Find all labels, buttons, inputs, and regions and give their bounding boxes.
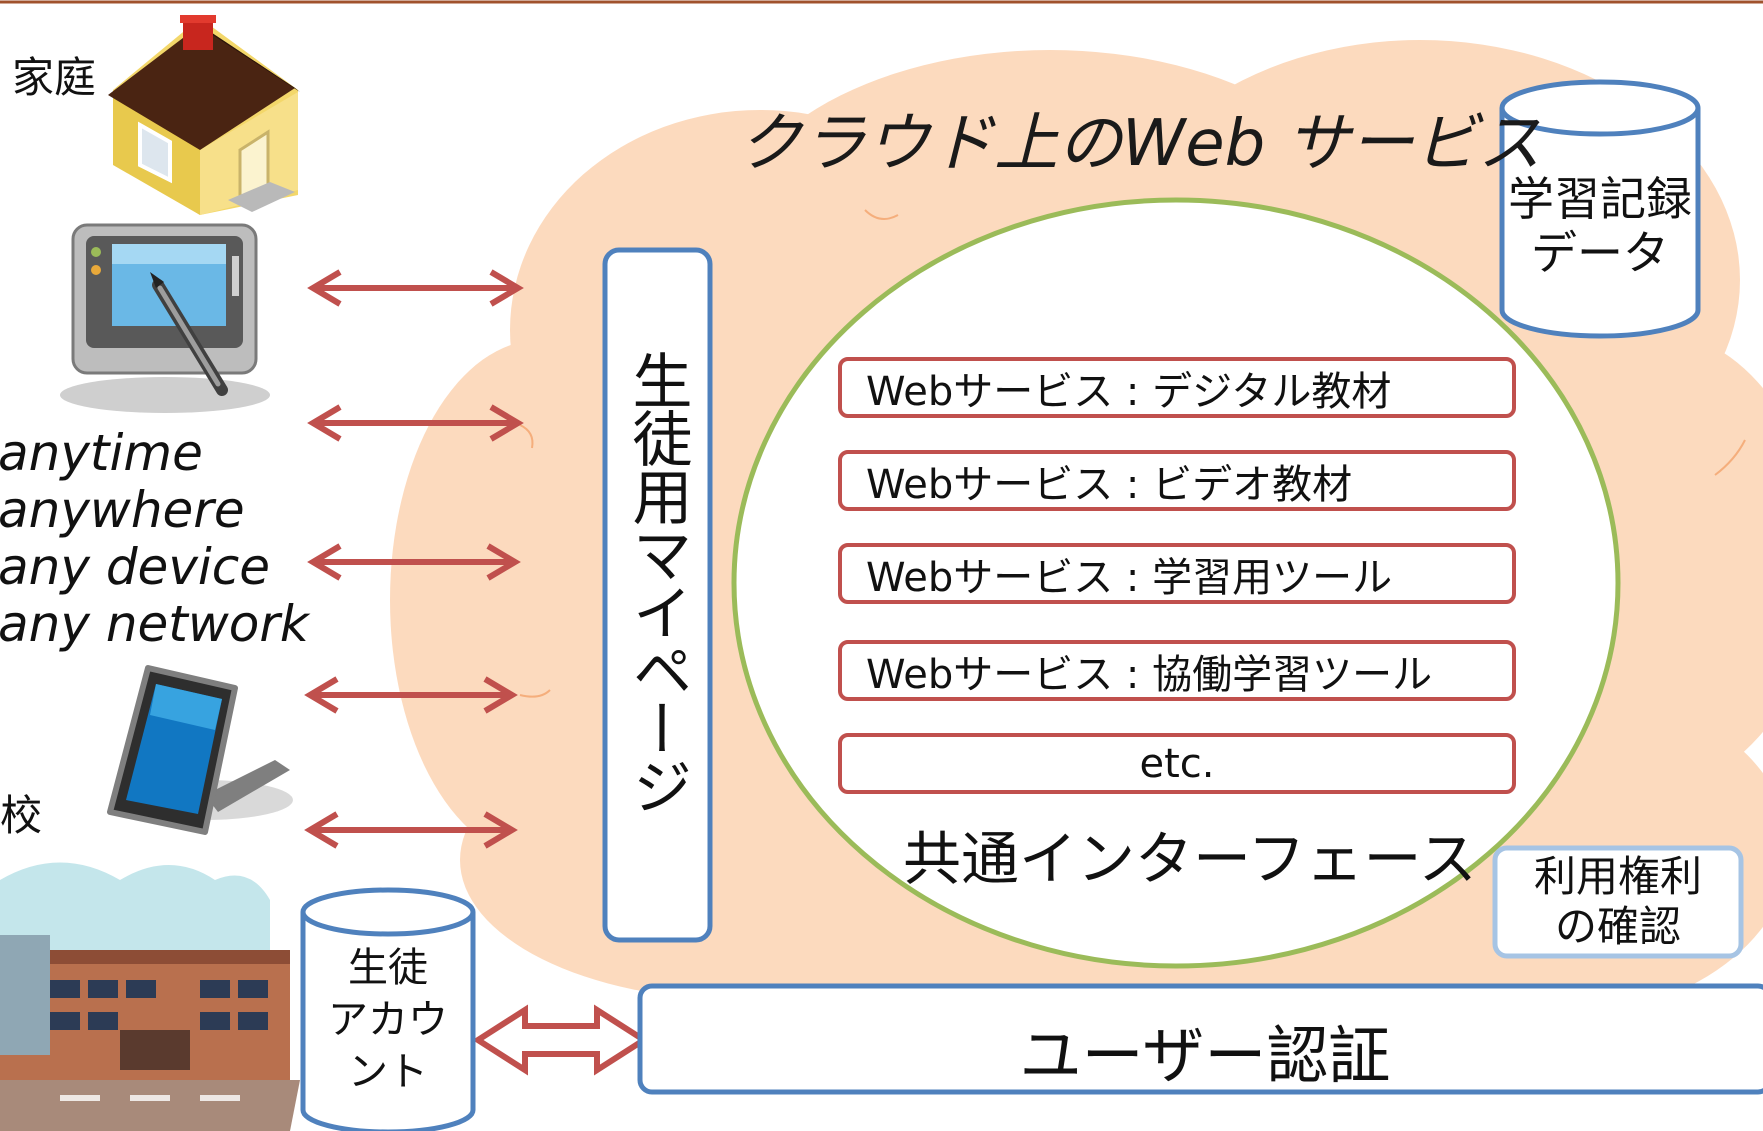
house-icon <box>108 15 300 215</box>
slogan-line: any device <box>0 538 271 596</box>
slogan-line: anytime <box>0 424 203 482</box>
usage-rights-label: 利用権利 の確認 <box>1533 852 1702 951</box>
school-label: 学校 <box>0 791 43 840</box>
diagram-title: クラウド上のWeb サービス <box>738 107 1542 181</box>
home-label: 家庭 <box>12 53 97 102</box>
user-auth-box <box>637 983 1763 1095</box>
common-interface-label: 共通インターフェース <box>903 825 1477 893</box>
usage-rights-box <box>1492 845 1744 959</box>
service-label: Webサービス : デジタル教材 <box>866 368 1392 415</box>
service-box: Webサービス : ビデオ教材 <box>838 450 1516 511</box>
mypage-label: 生徒用マイページ <box>622 350 692 814</box>
drawing-tablet-icon <box>60 223 270 413</box>
student-account-label: 生徒 アカウ ント <box>328 945 448 1095</box>
service-label: etc. <box>1139 740 1215 787</box>
learning-record-cylinder <box>1499 79 1701 339</box>
service-label: Webサービス : 協働学習ツール <box>866 651 1433 698</box>
service-box: Webサービス : デジタル教材 <box>838 357 1516 418</box>
slogan-list: anytime anywhere any device any network <box>0 425 309 653</box>
user-auth-label: ユーザー認証 <box>1019 1019 1391 1092</box>
slogan-line: any network <box>0 595 309 653</box>
service-label: Webサービス : 学習用ツール <box>866 554 1393 601</box>
service-box: Webサービス : 学習用ツール <box>838 543 1516 604</box>
device-arrows <box>304 269 524 849</box>
account-auth-arrow <box>472 1004 650 1076</box>
learning-record-label: 学習記録 データ <box>1508 172 1692 280</box>
service-label: Webサービス : ビデオ教材 <box>866 461 1353 508</box>
service-box: etc. <box>838 733 1516 794</box>
student-account-cylinder <box>300 887 476 1131</box>
school-building-icon <box>0 862 300 1131</box>
tablet-device-icon <box>107 665 293 835</box>
service-box: Webサービス : 協働学習ツール <box>838 640 1516 701</box>
mypage-box <box>602 247 713 943</box>
slogan-line: anywhere <box>0 481 245 539</box>
